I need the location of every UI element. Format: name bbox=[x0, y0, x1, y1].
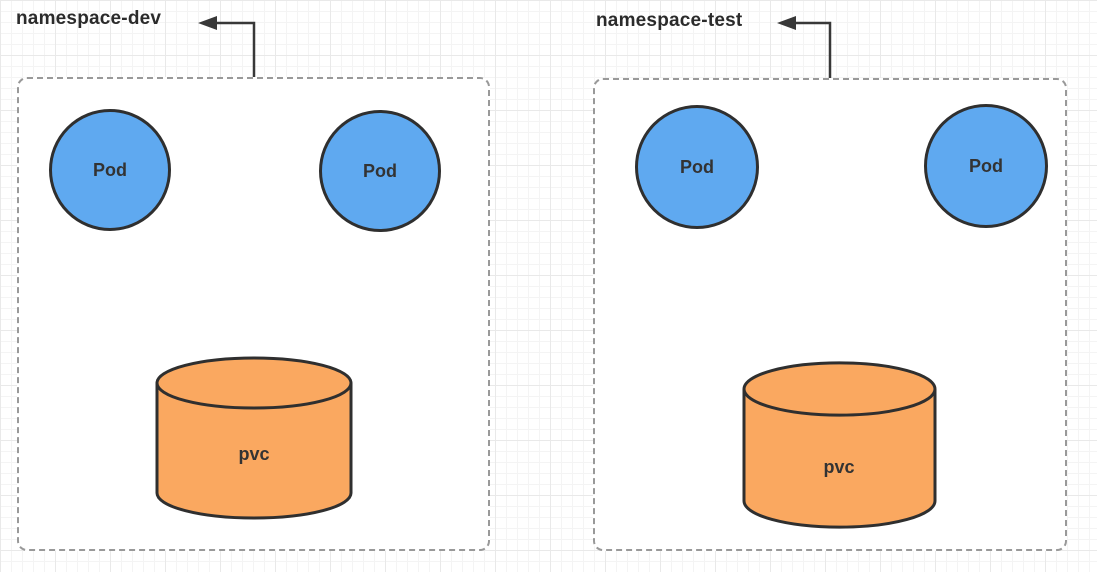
arrowhead-left-icon bbox=[198, 16, 217, 30]
pod-label: Pod bbox=[363, 160, 397, 181]
pvc-label: pvc bbox=[823, 457, 854, 477]
pod-label: Pod bbox=[93, 159, 127, 180]
pod-label: Pod bbox=[969, 155, 1003, 176]
pod-node[interactable]: Pod bbox=[49, 109, 171, 231]
arrow-connector-dev[interactable] bbox=[190, 10, 265, 80]
arrow-connector-test[interactable] bbox=[770, 10, 840, 80]
pod-node[interactable]: Pod bbox=[924, 104, 1048, 228]
pvc-cylinder[interactable]: pvc bbox=[742, 361, 937, 532]
namespace-dev-label: namespace-dev bbox=[16, 8, 162, 29]
pod-label: Pod bbox=[680, 156, 714, 177]
pvc-label: pvc bbox=[238, 444, 269, 464]
pod-node[interactable]: Pod bbox=[319, 110, 441, 232]
namespace-test-label: namespace-test bbox=[596, 10, 743, 31]
arrowhead-left-icon bbox=[777, 16, 796, 30]
pvc-cylinder[interactable]: pvc bbox=[155, 356, 353, 522]
pod-node[interactable]: Pod bbox=[635, 105, 759, 229]
